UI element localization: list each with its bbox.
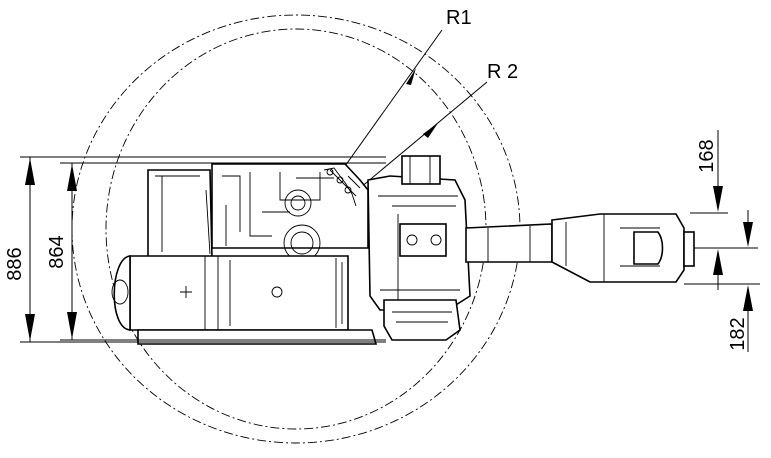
dim-182-arrow-upper xyxy=(743,222,753,247)
dim-886-arrow-top xyxy=(25,158,35,185)
wrist-head xyxy=(633,231,664,265)
motor-end-boss xyxy=(111,279,129,305)
base-detail xyxy=(378,195,460,300)
wrist-housing xyxy=(551,213,685,283)
dim-182-value: 182 xyxy=(727,317,749,350)
lower-housing xyxy=(383,299,461,341)
lower-housing-detail xyxy=(392,311,452,323)
r1-arrowhead xyxy=(406,68,416,85)
dim-864-arrow-top xyxy=(67,164,77,191)
rear-housing xyxy=(147,169,213,259)
frame-detail xyxy=(222,169,361,246)
chain-link-2 xyxy=(336,176,344,184)
chain-link-3 xyxy=(344,186,352,194)
forearm-detail xyxy=(487,226,531,262)
dim-top-offset: 168 xyxy=(690,130,758,290)
frame-top xyxy=(211,163,369,249)
r2-label: R 2 xyxy=(487,61,518,83)
gear-circle-b xyxy=(290,195,306,211)
dim-182-arrow-lower xyxy=(743,285,753,311)
pivot-bolt-right xyxy=(430,234,442,246)
motor-bolt xyxy=(271,286,283,298)
dim-864-arrow-bottom xyxy=(67,312,77,339)
robot-body xyxy=(111,155,695,345)
r1-label: R1 xyxy=(446,7,472,29)
rear-housing-detail xyxy=(155,175,211,255)
chain-link-1 xyxy=(326,168,334,176)
dim-overall-height: 886 xyxy=(4,156,386,343)
dim-inner-height: 864 xyxy=(46,162,386,341)
motor-ribs xyxy=(204,256,343,330)
motor-end-cap xyxy=(113,255,131,331)
dim-168-arrow-lower xyxy=(713,249,723,275)
gear-circle-a xyxy=(284,189,312,217)
dim-168-value: 168 xyxy=(696,139,718,172)
pivot-bolt-left xyxy=(406,234,418,246)
wrist-pivot-box xyxy=(399,223,447,257)
upper-motor-box xyxy=(401,155,441,185)
dim-864-value: 864 xyxy=(46,235,68,268)
r2-arrowhead xyxy=(423,123,438,138)
upper-motor-detail xyxy=(409,156,431,184)
motor-cross-mark xyxy=(180,286,192,298)
motor-cylinder xyxy=(129,255,349,331)
dim-168-arrow-upper xyxy=(713,186,723,212)
dim-886-arrow-bottom xyxy=(25,314,35,341)
dim-886-value: 886 xyxy=(4,247,26,280)
dim-bottom-offset: 182 xyxy=(684,210,760,352)
flange xyxy=(683,231,695,267)
wrist-detail xyxy=(565,214,660,282)
axis-motor-inner xyxy=(290,231,314,255)
forearm xyxy=(465,223,553,263)
